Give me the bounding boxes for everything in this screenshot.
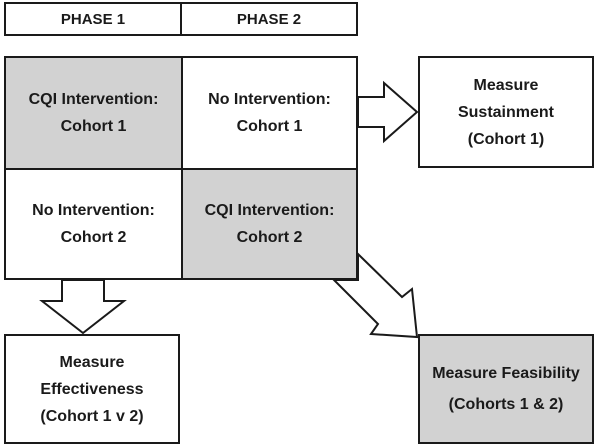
phase-2-label: PHASE 2: [180, 4, 356, 34]
outcome-line: Measure: [473, 76, 539, 94]
cell-line: No Intervention:: [32, 202, 155, 219]
cell-line: Cohort 1: [236, 118, 303, 135]
arrow-to-sustainment-icon: [357, 80, 419, 144]
arrow-to-effectiveness-icon: [39, 279, 127, 335]
cell-line: Cohort 1: [60, 118, 127, 135]
cell-line: CQI Intervention:: [28, 91, 159, 108]
measure-sustainment-box: Measure Sustainment (Cohort 1): [418, 56, 594, 168]
cell-line: No Intervention:: [208, 91, 331, 108]
cohort1-phase2-no-intervention: No Intervention: Cohort 1: [181, 56, 358, 170]
outcome-line: Effectiveness: [40, 380, 144, 398]
cohort1-phase1-cqi-intervention: CQI Intervention: Cohort 1: [4, 56, 183, 170]
cohort2-phase2-cqi-intervention: CQI Intervention: Cohort 2: [181, 168, 358, 280]
outcome-line: Measure Feasibility: [432, 365, 580, 382]
cell-line: Cohort 2: [60, 229, 127, 246]
phase-header: PHASE 1 PHASE 2: [4, 2, 358, 36]
cell-line: CQI Intervention:: [204, 202, 335, 219]
outcome-line: Sustainment: [457, 103, 554, 121]
outcome-line: Measure: [59, 353, 125, 371]
cell-line: Cohort 2: [236, 229, 303, 246]
outcome-line: (Cohort 1 v 2): [40, 407, 144, 425]
cohort2-phase1-no-intervention: No Intervention: Cohort 2: [4, 168, 183, 280]
outcome-line: (Cohorts 1 & 2): [448, 396, 564, 413]
outcome-line: (Cohort 1): [467, 130, 545, 148]
measure-feasibility-box: Measure Feasibility (Cohorts 1 & 2): [418, 334, 594, 444]
phase-1-label: PHASE 1: [60, 10, 126, 28]
measure-effectiveness-box: Measure Effectiveness (Cohort 1 v 2): [4, 334, 180, 444]
